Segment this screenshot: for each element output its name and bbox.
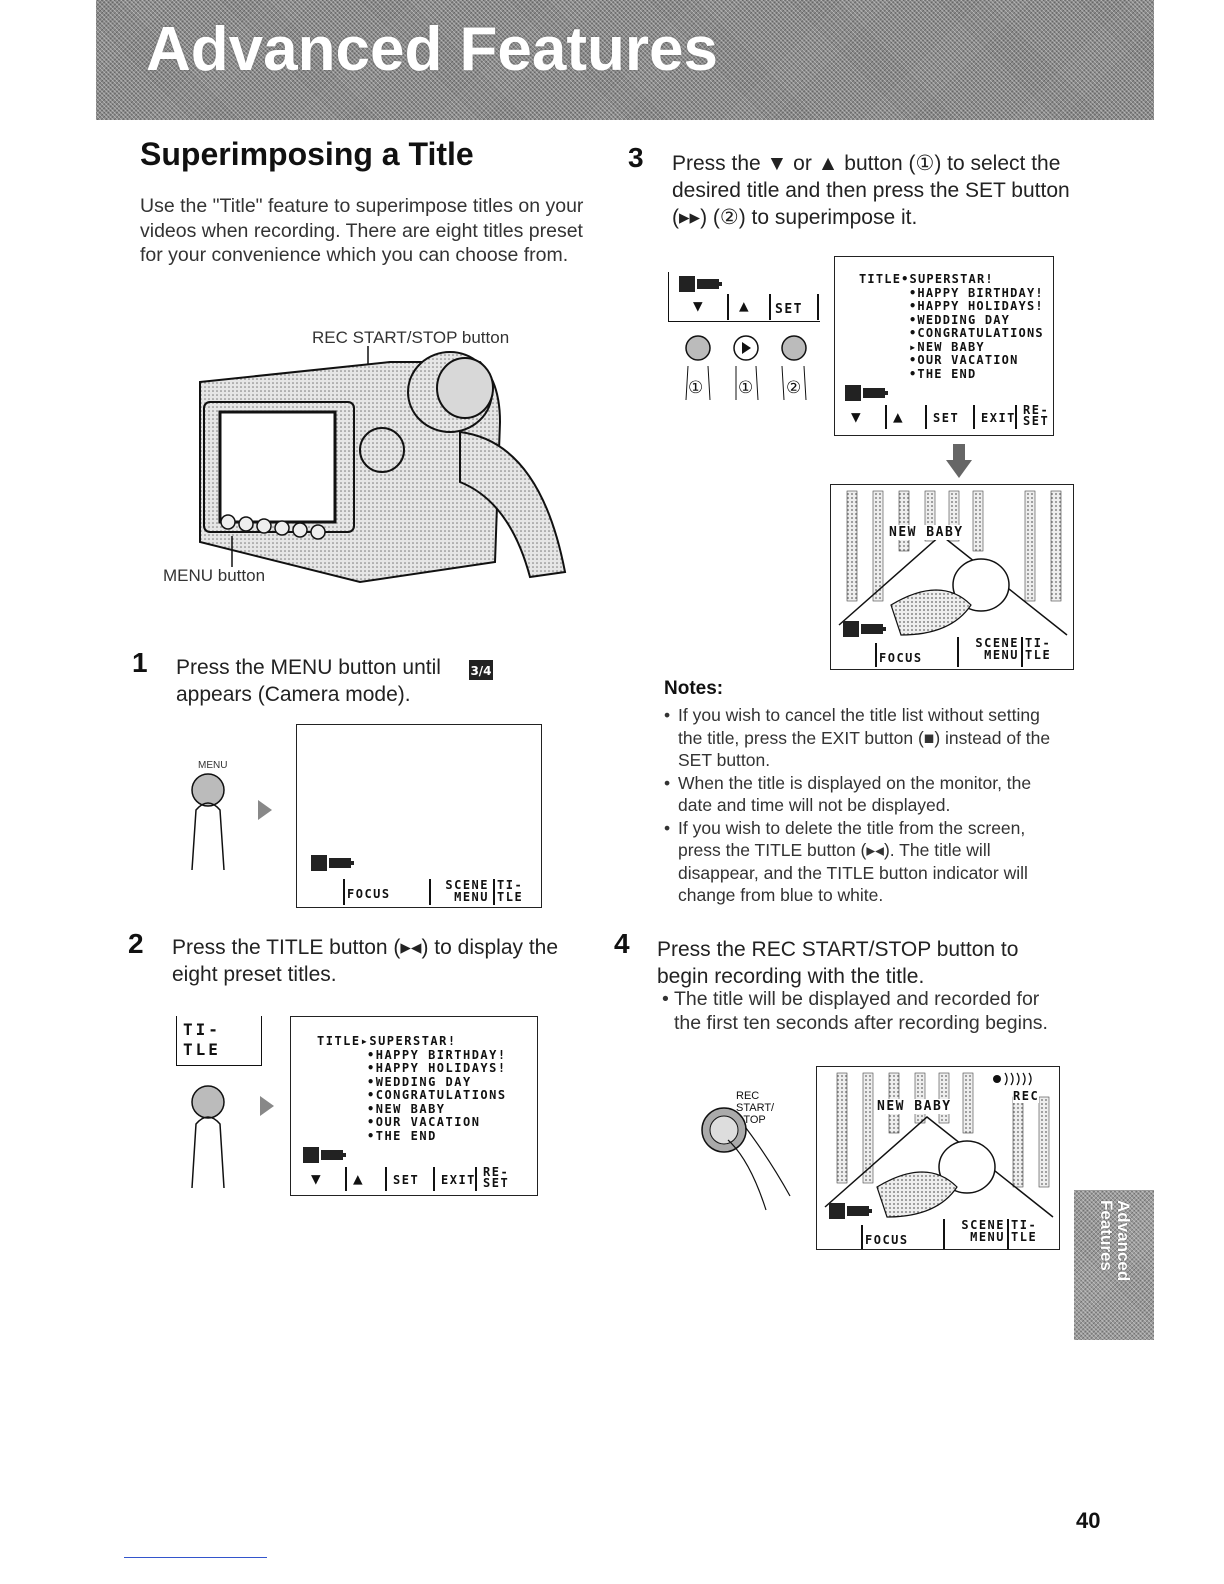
osd-scene-menu: SCENE MENU [445,878,489,904]
finger-press-menu-icon [191,773,272,871]
osd-focus: FOCUS [865,1233,909,1247]
banner-title: Advanced Features [146,15,718,84]
finger-press-rec-icon [701,1107,791,1211]
step-2-text: Press the TITLE button (▸◂) to display t… [172,936,559,986]
camcorder-illustration [199,346,567,584]
title-list-item: TITLE▸SUPERSTAR! [317,1034,457,1048]
title-list-item: •HAPPY HOLIDAYS! [367,1061,507,1075]
title-list: TITLE•SUPERSTAR!•HAPPY BIRTHDAY!•HAPPY H… [859,272,1044,381]
title-list-item: •CONGRATULATIONS [909,326,1044,340]
notes-list: If you wish to cancel the title list wit… [664,704,1064,907]
step-3-osd-keys: ▼ ▲ SET [668,272,820,322]
exit-key: EXIT [441,1173,476,1187]
svg-text:3/4: 3/4 [470,664,491,678]
circle-1b-label: ① [738,378,755,397]
title-list-item: ▸NEW BABY [909,339,985,354]
title-overlay: NEW BABY [889,525,964,540]
step-4-screen: REC NEW BABY FOCUS SCENE MENU TI- TLE [816,1066,1060,1250]
rec-indicator: REC [1013,1089,1040,1103]
set-key: SET [775,302,803,317]
step-3-number: 3 [628,142,644,173]
finger-press-title-icon [191,1085,274,1189]
step-1-text: Press the MENU button until [176,656,441,679]
step-3-screen: TITLE•SUPERSTAR!•HAPPY BIRTHDAY!•HAPPY H… [834,256,1054,436]
osd-key-row: ▼ ▲ SET EXIT RE- SET [305,1165,535,1193]
step-3-result-screen: NEW BABY FOCUS SCENE MENU TI- TLE [830,484,1074,670]
step-2-screen: TITLE▸SUPERSTAR!•HAPPY BIRTHDAY!•HAPPY H… [290,1016,538,1196]
title-list-item: •WEDDING DAY [909,312,1011,327]
battery-icon [679,276,722,292]
step-2-number: 2 [128,928,144,959]
up-key: ▲ [739,296,751,315]
circle-2-label: ② [786,378,803,397]
osd-title: TI- TLE [1011,1219,1057,1243]
osd-scene-menu: SCENE MENU [959,637,1019,661]
down-key: ▼ [693,296,705,315]
step-1-text-2: appears (Camera mode). [176,683,411,706]
footer-rule [124,1557,267,1558]
title-list-item: •THE END [367,1128,437,1143]
down-arrow-icon [946,444,972,478]
title-list: TITLE▸SUPERSTAR!•HAPPY BIRTHDAY!•HAPPY H… [317,1034,507,1143]
title-list-item: •HAPPY BIRTHDAY! [909,285,1044,300]
step-4-text: Press the REC START/STOP button to begin… [657,938,1019,988]
header-banner [96,0,1154,120]
title-list-item: •THE END [909,366,977,381]
intro-paragraph: Use the "Title" feature to superimpose t… [140,195,584,266]
exit-key: EXIT [981,411,1016,425]
step-4-bullet: •The title will be displayed and recorde… [662,988,1048,1034]
note-item: If you wish to delete the title from the… [664,817,1064,907]
osd-scene-menu: SCENE MENU [945,1219,1005,1243]
set-key: SET [933,411,960,425]
step-3-text: Press the ▼ or ▲ button (①) to select th… [672,152,1070,229]
reset-key: RE- SET [483,1165,510,1190]
title-list-item: •OUR VACATION [367,1115,481,1129]
title-list-item: •NEW BABY [367,1101,446,1116]
rec-button-caption: REC START/STOP button [312,328,510,347]
side-tab [1074,1190,1154,1340]
step-1-screen: FOCUS SCENE MENU TI- TLE [296,724,542,908]
title-list-item: •WEDDING DAY [367,1074,472,1089]
title-key-label: TI- TLE [176,1016,262,1066]
title-list-item: •CONGRATULATIONS [367,1088,507,1102]
finger-menu-label: MENU [198,760,228,771]
osd-title: TI- TLE [1025,637,1071,661]
title-list-item: •HAPPY HOLIDAYS! [909,299,1044,313]
battery-icon [311,855,354,871]
down-key: ▼ [311,1169,323,1188]
note-item: If you wish to cancel the title list wit… [664,704,1064,772]
up-key: ▲ [893,407,905,426]
circle-1-label: ① [688,378,705,397]
mode-icon: 3/4 [469,660,493,680]
note-item: When the title is displayed on the monit… [664,772,1064,817]
notes-heading: Notes: [664,678,724,699]
reset-key: RE- SET [1023,403,1050,428]
title-list-item: •OUR VACATION [909,353,1019,367]
section-title: Superimposing a Title [140,136,474,172]
side-tab-label: Advanced Features [1097,1200,1133,1282]
battery-icon [843,621,886,637]
osd-focus: FOCUS [879,651,923,665]
arrow-set-buttons-icon [685,335,807,401]
down-key: ▼ [851,407,863,426]
title-list-item: •HAPPY BIRTHDAY! [367,1047,507,1062]
battery-icon [845,385,888,401]
battery-icon [829,1203,872,1219]
page-number: 40 [1076,1508,1101,1533]
set-key: SET [393,1173,420,1187]
menu-button-caption: MENU button [163,566,266,585]
baby-crib-scene [838,490,1068,636]
title-list-item: TITLE•SUPERSTAR! [859,272,994,286]
step-1-number: 1 [132,647,148,678]
osd-focus: FOCUS [347,887,391,901]
step-4-number: 4 [614,928,630,959]
title-overlay: NEW BABY [877,1099,952,1114]
battery-icon [303,1147,346,1163]
osd-key-row: ▼ ▲ SET EXIT RE- SET [845,403,1055,431]
up-key: ▲ [353,1169,365,1188]
osd-title: TI- TLE [497,878,524,904]
